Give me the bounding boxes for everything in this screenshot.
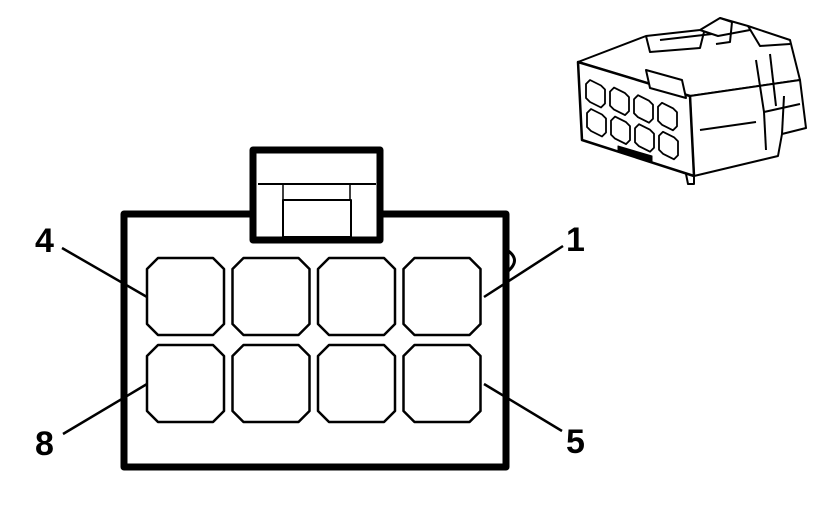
- locking-tab: [249, 146, 384, 244]
- side-latch: [506, 248, 516, 274]
- cavity: [402, 343, 482, 424]
- isometric-cavity: [634, 123, 655, 153]
- cavity: [316, 256, 397, 337]
- cavity: [402, 256, 482, 337]
- leader-pin-8: [62, 382, 148, 436]
- pin-label-1: 1: [566, 221, 585, 259]
- pin-label-4: 4: [35, 222, 54, 260]
- pin-label-8: 8: [35, 425, 54, 463]
- connector-body: [120, 210, 510, 471]
- leader-pin-4: [61, 246, 148, 299]
- leader-lines: [61, 244, 564, 436]
- marking-plate: [617, 145, 653, 163]
- connector-isometric-view: [576, 17, 807, 185]
- cavity: [231, 343, 311, 424]
- terminal-cavities: [145, 256, 482, 424]
- isometric-cavity: [610, 115, 631, 145]
- isometric-cavity: [633, 94, 654, 124]
- cavity: [145, 343, 226, 424]
- isometric-cavities: [585, 79, 679, 161]
- isometric-cavity: [585, 79, 606, 109]
- isometric-cavity: [658, 130, 679, 161]
- isometric-cavity: [657, 101, 678, 132]
- isometric-cavity: [586, 108, 607, 138]
- leader-pin-5: [483, 382, 563, 433]
- isometric-cavity: [609, 86, 630, 116]
- leader-pin-1: [483, 244, 564, 299]
- pin-label-5: 5: [566, 423, 585, 461]
- cavity: [316, 343, 397, 424]
- cavity: [145, 256, 226, 337]
- connector-face-view: [120, 146, 516, 471]
- cavity: [231, 256, 311, 337]
